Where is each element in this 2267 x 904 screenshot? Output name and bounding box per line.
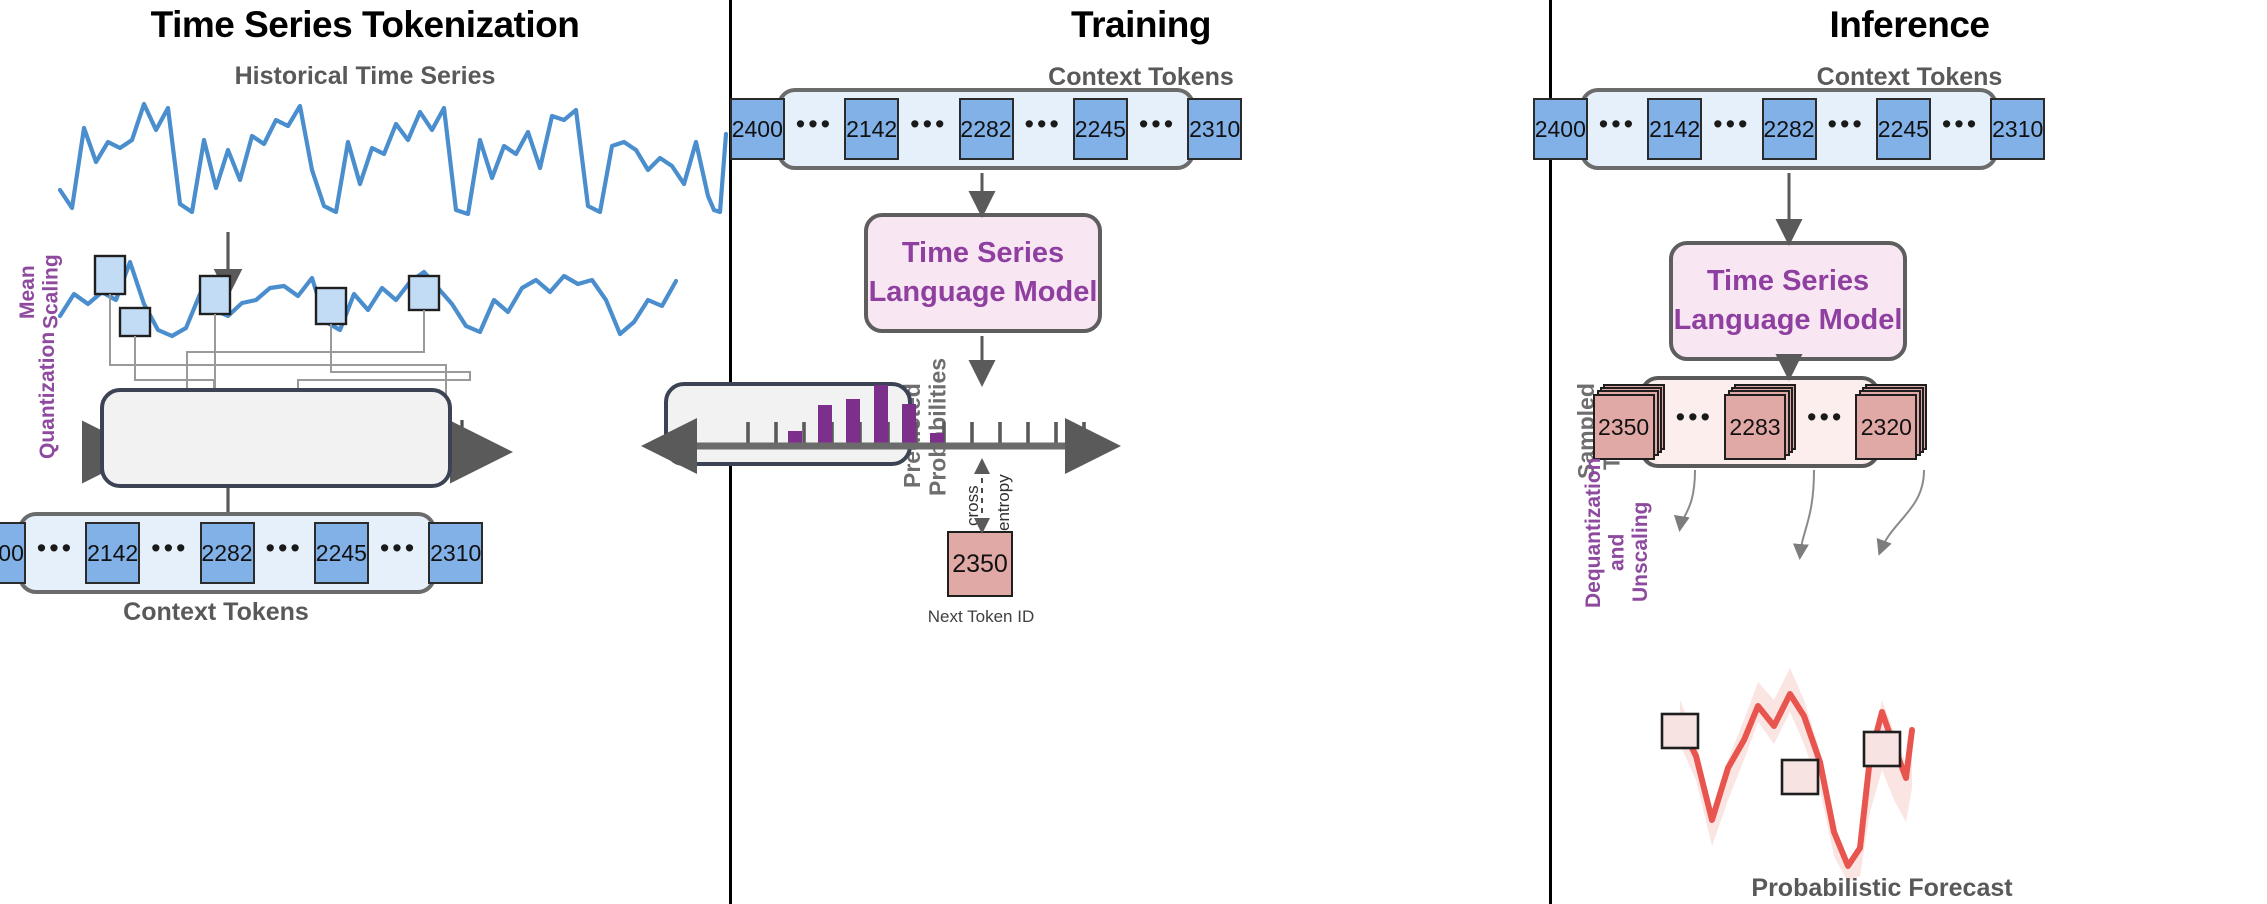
model-box-inference: Time Series Language Model [1669,241,1907,361]
token-box[interactable]: 2400 [729,98,785,160]
token-ellipsis: ••• [1827,108,1865,139]
context-tokens-label-inference: Context Tokens [1816,63,2003,91]
context-tokens-caption: Context Tokens [123,598,309,626]
historical-series-label: Historical Time Series [234,62,496,90]
historical-series-line [57,101,729,217]
next-token-caption: Next Token ID [927,607,1035,626]
token-ellipsis: ••• [1598,108,1637,139]
page-title-training: Training [1071,4,1211,45]
token-box[interactable]: 2245 [313,522,369,584]
context-token-rail: 2400 ••• 2142 ••• 2282 ••• 2245 ••• 2310 [0,512,484,594]
bin-connector-lines [109,294,471,397]
token-box[interactable]: 2282 [958,98,1014,160]
sampled-token-stack[interactable]: 2350 [1592,384,1665,460]
model-name-line1: Time Series [901,236,1065,269]
sampled-token-stack[interactable]: 2320 [1855,384,1928,460]
sampled-token-stack[interactable]: 2283 [1724,384,1796,460]
training-graphics [641,173,1121,534]
token-ellipsis: ••• [1713,108,1751,139]
model-box-training: Time Series Language Model [864,213,1102,333]
quantization-box [100,388,452,488]
model-name-line2: Language Model [868,276,1098,308]
next-token-box[interactable]: 2350 [947,531,1013,597]
token-box[interactable]: 2245 [1875,98,1931,160]
token-box[interactable]: 2400 [1532,98,1588,160]
token-ellipsis: ••• [1138,108,1177,139]
stack-token-face: 2283 [1724,394,1786,460]
token-ellipsis: ••• [265,532,303,563]
token-box[interactable]: 2142 [1647,98,1703,160]
scaled-series-line [57,259,679,339]
context-tokens-label-training: Context Tokens [1048,63,1234,91]
token-ellipsis: ••• [36,532,75,563]
token-box[interactable]: 2310 [428,522,484,584]
token-box[interactable]: 2142 [844,98,900,160]
token-box[interactable]: 2400 [0,522,26,584]
panel-time-series-tokenization: Time Series Tokenization Historical Time… [0,0,730,904]
page-title-inference: Inference [1829,4,1990,45]
probability-bars [788,385,944,446]
token-ellipsis: ••• [151,532,189,563]
sampled-token-rail: 2350 ••• 2283 ••• 2320 [1592,376,1928,468]
token-ellipsis: ••• [795,108,834,139]
context-token-rail: 2400 ••• 2142 ••• 2282 ••• 2245 ••• 2310 [1532,88,2046,170]
token-box[interactable]: 2310 [1187,98,1243,160]
token-box[interactable]: 2282 [199,522,255,584]
forecast-sample-markers [1660,712,1902,796]
token-box[interactable]: 2282 [1761,98,1817,160]
context-token-rail: 2400 ••• 2142 ••• 2282 ••• 2245 ••• 2310 [729,88,1243,170]
token-ellipsis: ••• [1807,401,1845,432]
probabilistic-forecast-caption: Probabilistic Forecast [1751,874,2013,902]
token-box[interactable]: 2142 [85,522,141,584]
token-ellipsis: ••• [1024,108,1062,139]
token-ellipsis: ••• [910,108,948,139]
stack-token-face: 2350 [1592,394,1655,460]
token-ellipsis: ••• [379,532,418,563]
model-name-line2: Language Model [1673,304,1903,336]
token-box[interactable]: 2310 [1990,98,2046,160]
model-name-line1: Time Series [1706,264,1870,297]
quantization-bin-markers [93,254,441,338]
token-ellipsis: ••• [1675,401,1713,432]
token-ellipsis: ••• [1941,108,1980,139]
panel-divider-right [1549,0,1552,904]
token-box[interactable]: 2245 [1072,98,1128,160]
panel-inference: Inference Context Tokens 2400 ••• 2142 •… [1532,0,2267,904]
sampled-to-forecast-connectors [1673,469,1925,560]
probability-number-line [641,385,1121,474]
forecast-line [1677,691,1915,869]
stack-token-face: 2320 [1855,394,1918,460]
panel-training: Training Context Tokens 2400 ••• 2142 ••… [641,0,1550,904]
inference-graphics [1660,173,1925,882]
page-title-tokenization: Time Series Tokenization [150,4,580,45]
